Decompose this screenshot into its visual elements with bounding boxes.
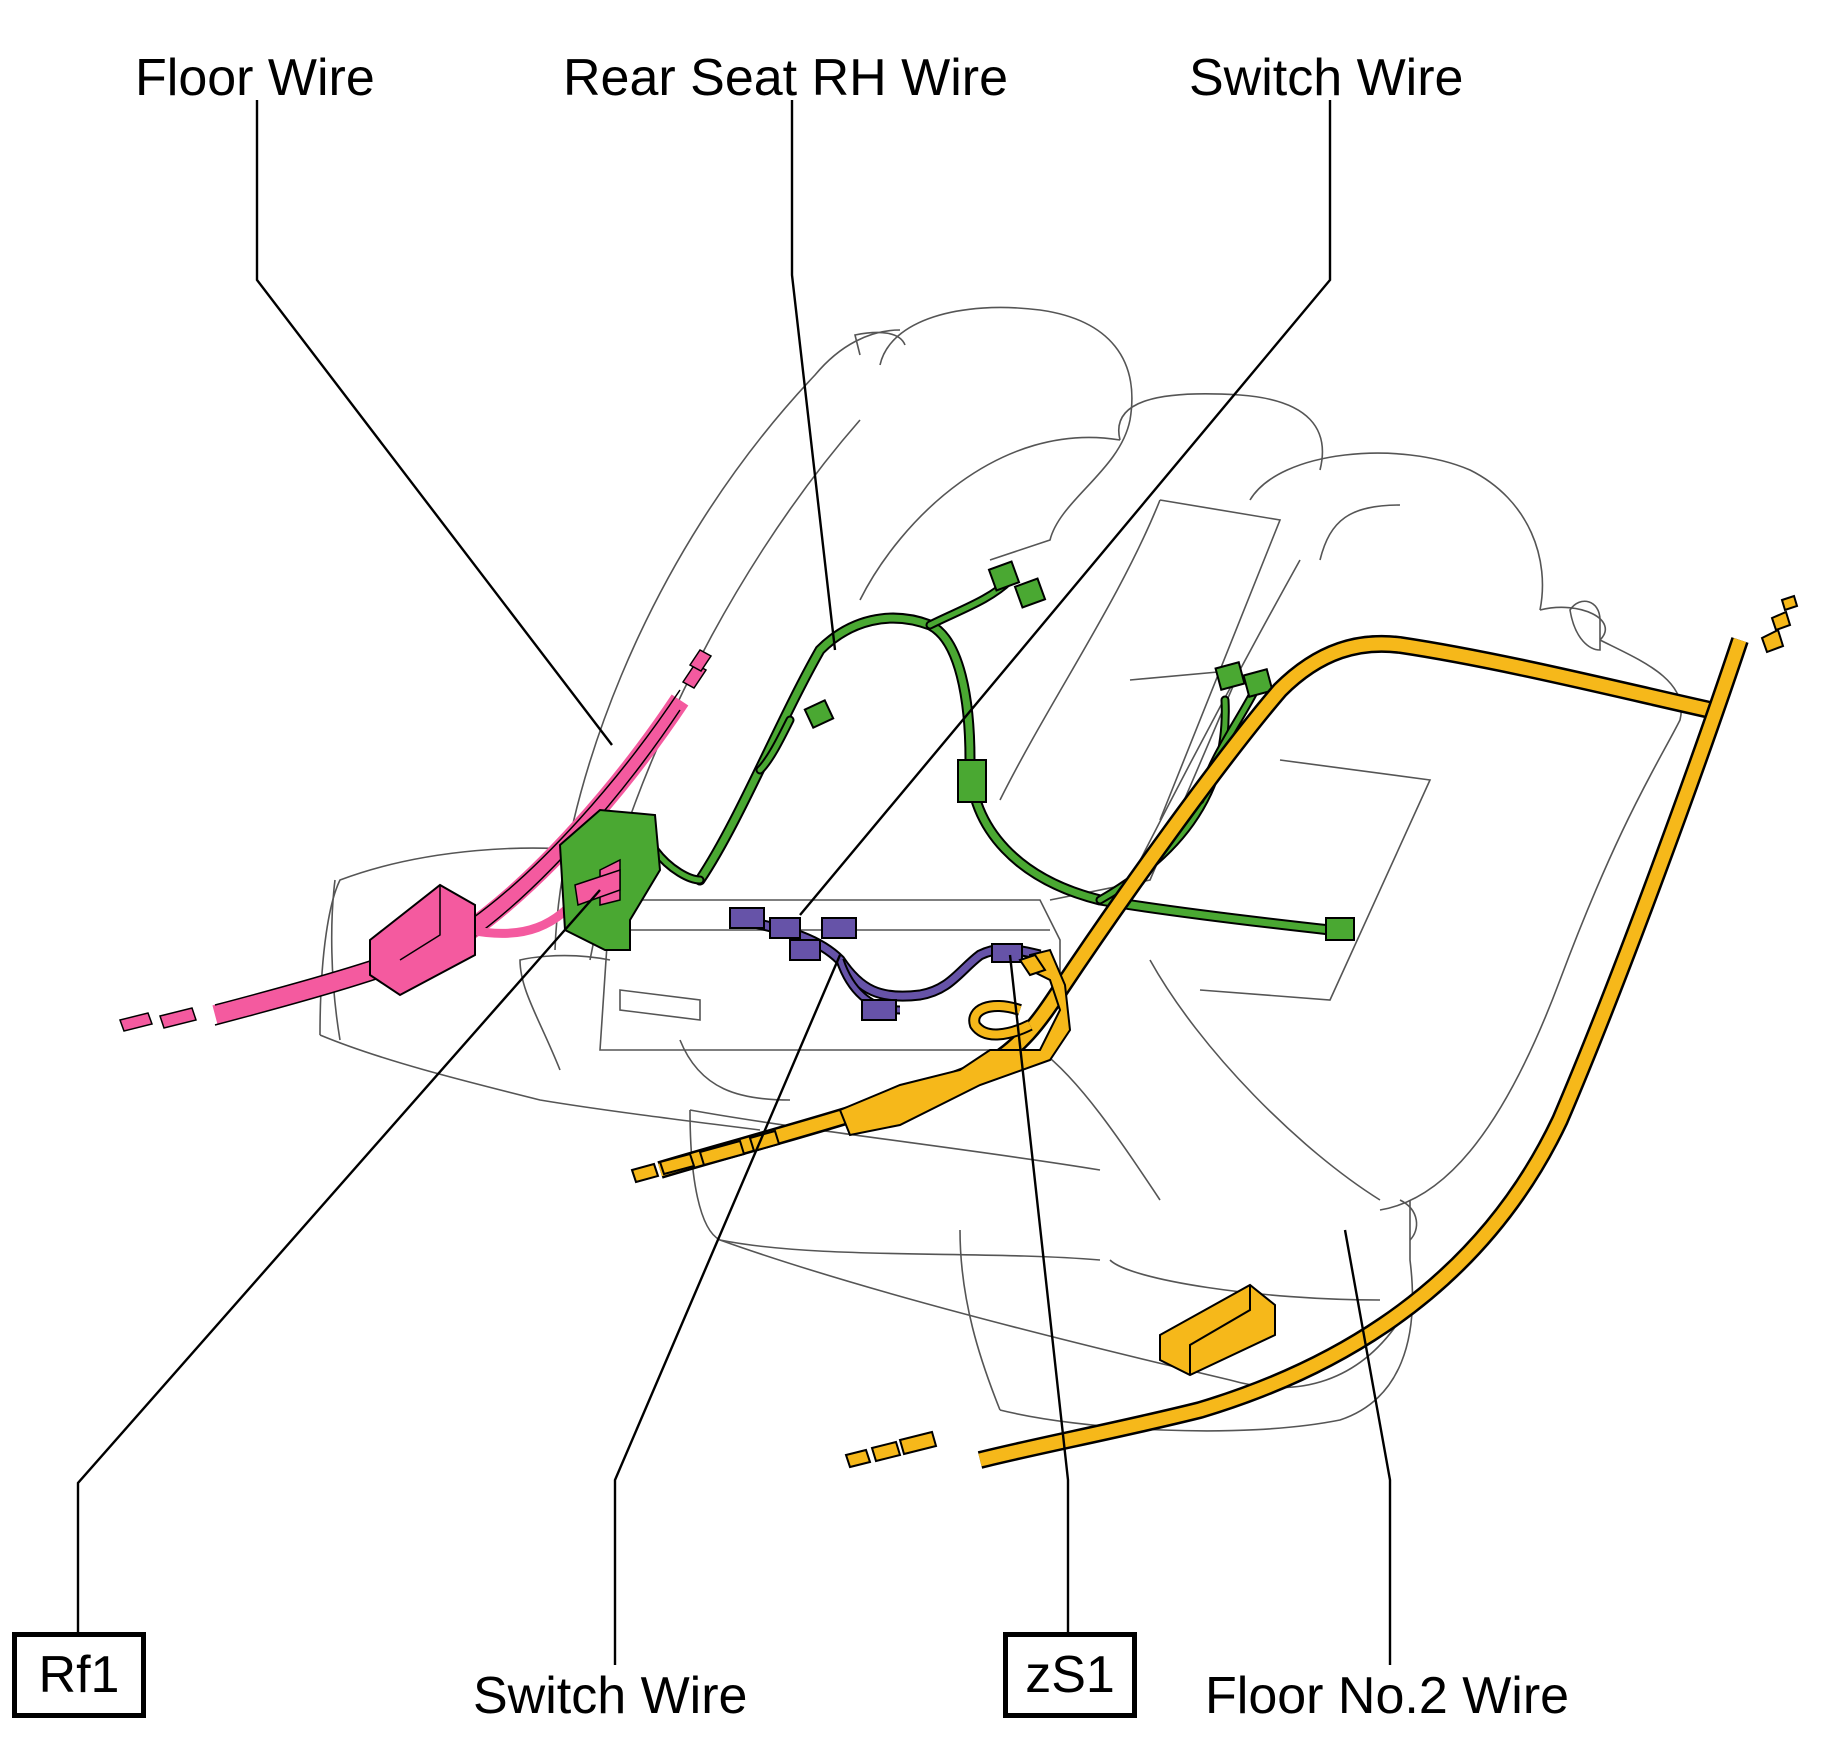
leader-floor-wire <box>255 100 613 746</box>
label-rear-seat-rh-wire: Rear Seat RH Wire <box>563 49 1008 107</box>
leader-floor-no2-wire <box>1343 1229 1392 1665</box>
label-floor-wire: Floor Wire <box>135 49 375 107</box>
floor-no2-wire-connectors <box>630 594 1799 1469</box>
switch-wire-connectors <box>729 907 1023 1021</box>
label-switch-wire-bottom: Switch Wire <box>473 1667 748 1725</box>
floor-wire-connector-bracket <box>558 808 662 951</box>
leader-switch-wire-top <box>799 100 1332 916</box>
leader-zs1 <box>1008 954 1070 1632</box>
rear-seat-rh-connectors <box>803 560 1355 941</box>
floor-wire-harness <box>119 649 713 1032</box>
connector-code-rf1: Rf1 <box>12 1632 146 1718</box>
label-switch-wire-top: Switch Wire <box>1189 49 1464 107</box>
connector-code-zs1: zS1 <box>1003 1632 1137 1718</box>
label-floor-no2-wire: Floor No.2 Wire <box>1205 1667 1570 1725</box>
leader-rf1 <box>76 889 601 1632</box>
leader-switch-wire-bottom <box>613 954 842 1665</box>
leader-rear-seat-rh-wire <box>790 100 837 651</box>
leader-lines <box>76 100 1392 1665</box>
seat-outline <box>319 306 1683 1432</box>
